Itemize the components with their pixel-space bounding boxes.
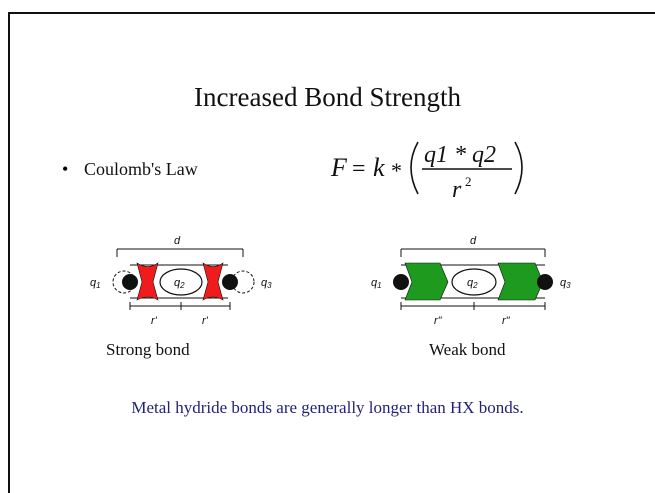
weak-q1-label: q1 xyxy=(371,277,382,290)
weak-q3-atom xyxy=(537,274,553,290)
formula-numerator: q1 * q2 xyxy=(424,142,496,168)
strong-bond-right xyxy=(202,262,224,301)
strong-q1-label: q1 xyxy=(90,277,101,290)
bullet-dot: • xyxy=(62,159,69,179)
conclusion-text: Metal hydride bonds are generally longer… xyxy=(131,398,524,417)
strong-d-label: d xyxy=(174,235,181,247)
weak-bond-left xyxy=(404,262,449,301)
strong-r-left-label: r' xyxy=(151,315,158,327)
weak-bond-caption: Weak bond xyxy=(429,340,506,359)
weak-q1-atom xyxy=(393,274,409,290)
strong-q2-label: q2 xyxy=(174,277,185,290)
weak-r-left-label: r" xyxy=(434,315,443,327)
left-border xyxy=(8,12,10,493)
slide-title: Increased Bond Strength xyxy=(194,82,461,112)
weak-q2-atom xyxy=(451,268,497,296)
weak-q3-label: q3 xyxy=(560,277,571,290)
strong-bond-left xyxy=(136,262,159,301)
formula-right-paren xyxy=(514,141,523,195)
coulomb-formula: F = k * q1 * q2 r 2 xyxy=(330,141,523,203)
strong-q3-atom xyxy=(222,274,238,290)
strong-q3-label: q3 xyxy=(261,277,272,290)
strong-bond-caption: Strong bond xyxy=(106,340,190,359)
formula-left-paren xyxy=(410,141,419,195)
weak-bond-diagram: d q2 q1 q3 r" r" xyxy=(371,235,571,327)
weak-q2-label: q2 xyxy=(467,277,478,290)
formula-k: k xyxy=(373,153,385,182)
formula-denominator: r xyxy=(452,177,462,203)
weak-d-label: d xyxy=(470,235,477,247)
formula-f: F xyxy=(330,153,348,182)
weak-bond-right xyxy=(497,262,544,301)
weak-r-right-label: r" xyxy=(502,315,511,327)
strong-q1-atom xyxy=(122,274,138,290)
strong-q2-atom xyxy=(159,268,203,296)
bullet-coulombs-law: Coulomb's Law xyxy=(84,159,198,179)
strong-dashed-atom-right xyxy=(231,270,255,294)
top-border xyxy=(8,12,655,14)
formula-equals: = xyxy=(352,156,366,182)
strong-r-right-label: r' xyxy=(202,315,209,327)
formula-times: * xyxy=(391,158,402,183)
formula-exponent: 2 xyxy=(465,174,472,189)
strong-bond-diagram: d q2 q1 q3 r' xyxy=(90,235,272,327)
